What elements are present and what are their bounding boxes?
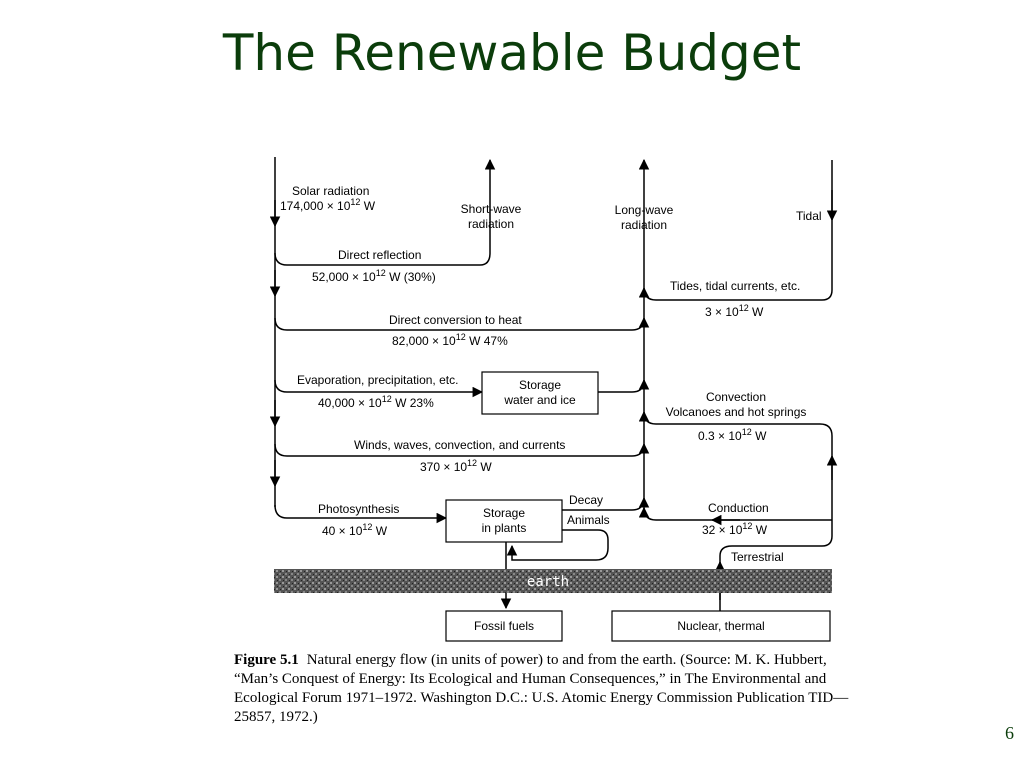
tides-label: Tides, tidal currents, etc. xyxy=(670,279,800,293)
conduction-label: Conduction xyxy=(708,501,769,515)
page-number: 6 xyxy=(1005,723,1014,743)
figure-caption-text: Natural energy flow (in units of power) … xyxy=(234,652,849,725)
terrestrial-arrow xyxy=(719,520,833,612)
convection-line1: Convection xyxy=(706,390,766,404)
evaporation-label: Evaporation, precipitation, etc. xyxy=(297,373,458,387)
convection-arrow xyxy=(638,410,833,520)
nuclear-thermal-box xyxy=(611,610,831,642)
fossil-fuels-label: Fossil fuels xyxy=(474,619,534,633)
tidal-label: Tidal xyxy=(796,209,822,223)
direct-conversion-arrow xyxy=(274,316,650,331)
photosynthesis-arrow xyxy=(274,504,448,524)
decay-label: Decay xyxy=(569,493,603,507)
storage-plants-box xyxy=(445,499,563,543)
long-wave-line2: radiation xyxy=(621,218,667,232)
evaporation-value: 40,000 × 1012 W 23% xyxy=(318,394,434,410)
storage-plants-line2: in plants xyxy=(482,521,527,535)
convection-line2: Volcanoes and hot springs xyxy=(666,405,807,419)
winds-label: Winds, waves, convection, and currents xyxy=(354,438,565,452)
terrestrial-label: Terrestrial xyxy=(731,550,784,564)
earth-label: earth xyxy=(527,574,569,590)
short-wave-line1: Short-wave xyxy=(461,202,522,216)
direct-reflection-line xyxy=(274,158,496,266)
figure-label: Figure 5.1 xyxy=(234,652,299,668)
animals-return-arrow xyxy=(506,544,609,561)
direct-conversion-value: 82,000 × 1012 W 47% xyxy=(392,332,508,348)
storage-water-line2: water and ice xyxy=(503,393,576,407)
storage-water-line1: Storage xyxy=(519,378,561,392)
photosynthesis-value: 40 × 1012 W xyxy=(322,522,388,538)
short-wave-line2: radiation xyxy=(468,217,514,231)
fossil-fuels-box xyxy=(445,610,563,642)
winds-value: 370 × 1012 W xyxy=(420,458,492,474)
storage-water-box xyxy=(481,371,599,415)
tidal-arrow-line xyxy=(638,160,833,301)
convection-value: 0.3 × 1012 W xyxy=(698,427,767,443)
photosynthesis-label: Photosynthesis xyxy=(318,502,399,516)
animals-arrow xyxy=(562,529,609,548)
slide-title: The Renewable Budget xyxy=(222,24,802,82)
conduction-value: 32 × 1012 W xyxy=(702,521,768,537)
winds-arrow xyxy=(274,442,650,457)
long-wave-line1: Long-wave xyxy=(615,203,674,217)
tides-value: 3 × 1012 W xyxy=(705,303,764,319)
solar-radiation-value: 174,000 × 1012 W xyxy=(280,197,376,213)
animals-label: Animals xyxy=(567,513,610,527)
direct-conversion-label: Direct conversion to heat xyxy=(389,313,522,327)
earth-band xyxy=(274,569,832,593)
solar-radiation-label: Solar radiation xyxy=(292,184,369,198)
nuclear-thermal-label: Nuclear, thermal xyxy=(677,619,764,633)
storage-water-out-arrow xyxy=(598,378,650,393)
evaporation-arrow xyxy=(274,379,484,398)
direct-reflection-value: 52,000 × 1012 W (30%) xyxy=(312,268,436,284)
direct-reflection-label: Direct reflection xyxy=(338,248,421,262)
storage-plants-line1: Storage xyxy=(483,506,525,520)
